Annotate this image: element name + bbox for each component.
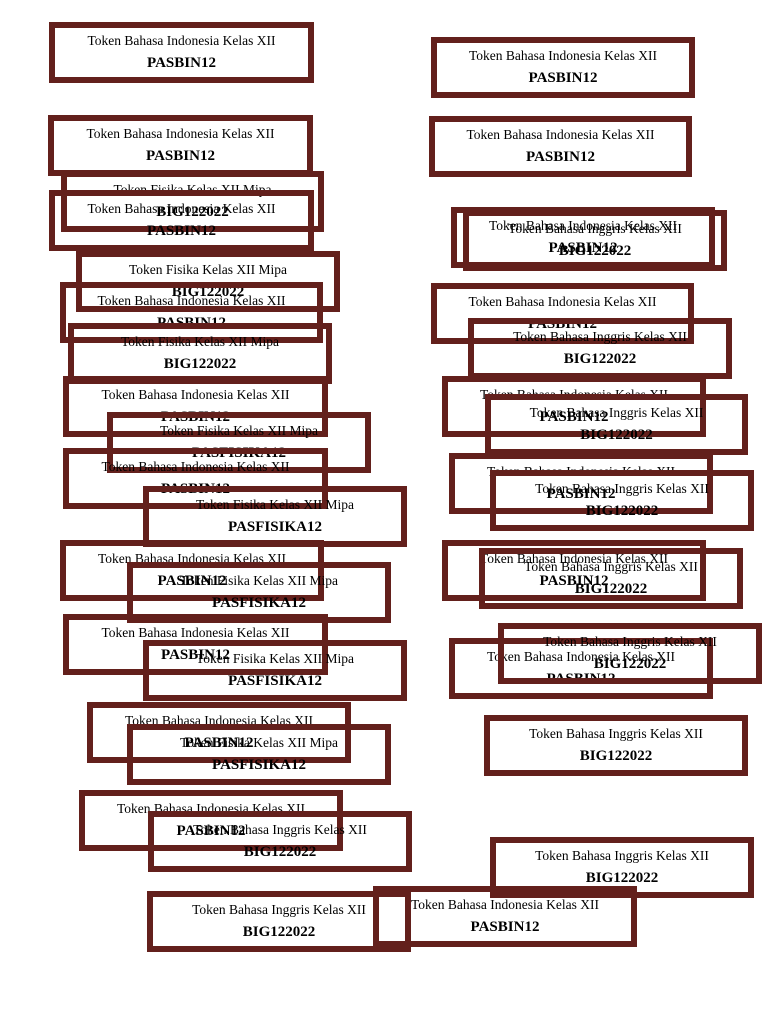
token-card: Token Bahasa Indonesia Kelas XII PASBIN1… (373, 886, 637, 947)
token-code: PASBIN12 (539, 409, 609, 425)
token-code: BIG122022 (242, 924, 316, 940)
token-card: Token Bahasa Indonesia Kelas XII PASBIN1… (49, 190, 314, 251)
token-title: Token Bahasa Indonesia Kelas XII (466, 127, 655, 142)
token-card: Token Fisika Kelas XII Mipa PASFISIKA12 (127, 724, 391, 785)
token-code: PASFISIKA12 (228, 673, 322, 689)
token-card: Token Bahasa Inggris Kelas XII BIG122022 (490, 837, 754, 898)
token-code: PASBIN12 (528, 70, 598, 86)
token-title: Token Fisika Kelas XII Mipa (195, 497, 355, 512)
token-title: Token Bahasa Inggris Kelas XII (513, 329, 687, 344)
token-title: Token Bahasa Indonesia Kelas XII (101, 459, 290, 474)
token-code: BIG122022 (574, 581, 648, 597)
token-code: BIG122022 (579, 748, 653, 764)
token-code: BIG122022 (243, 844, 317, 860)
token-card: Token Bahasa Inggris Kelas XII BIG122022 (498, 623, 762, 684)
token-code: PASBIN12 (548, 240, 618, 256)
token-card: Token Bahasa Inggris Kelas XII BIG122022 (463, 210, 727, 271)
token-title: Token Bahasa Indonesia Kelas XII (86, 126, 275, 141)
token-card: Token Bahasa Indonesia Kelas XII PASBIN1… (429, 116, 692, 177)
token-title: Token Bahasa Indonesia Kelas XII (469, 48, 657, 63)
token-title: Token Bahasa Inggris Kelas XII (508, 221, 682, 236)
token-code: PASBIN12 (147, 223, 216, 239)
token-code: PASBIN12 (526, 149, 595, 165)
token-title: Token Fisika Kelas XII Mipa (179, 573, 339, 588)
token-code: BIG122022 (585, 870, 659, 886)
token-code: PASBIN12 (147, 55, 216, 71)
token-card: Token Fisika Kelas XII Mipa PASFISIKA12 (143, 640, 407, 701)
token-code: PASBIN12 (161, 647, 230, 663)
token-card: Token Bahasa Inggris Kelas XII BIG122022 (490, 470, 754, 531)
token-code: PASBIN12 (184, 735, 254, 751)
token-card: Token Bahasa Indonesia Kelas XII PASBIN1… (442, 540, 706, 601)
token-card: Token Fisika Kelas XII Mipa BIG122022 (68, 323, 332, 384)
token-code: PASBIN12 (146, 148, 215, 164)
token-title: Token Fisika Kelas XII Mipa (128, 262, 288, 277)
token-card: Token Bahasa Indonesia Kelas XII PASBIN1… (431, 37, 695, 98)
token-title: Token Bahasa Indonesia Kelas XII (87, 201, 276, 216)
token-title: Token Bahasa Indonesia Kelas XII (487, 649, 675, 664)
token-card: Token Bahasa Indonesia Kelas XII PASBIN1… (63, 448, 328, 509)
token-code: BIG122022 (156, 204, 229, 220)
token-card: Token Bahasa Indonesia Kelas XII PASBIN1… (49, 22, 314, 83)
token-card: Token Bahasa Inggris Kelas XII BIG122022 (148, 811, 412, 872)
token-title: Token Bahasa Inggris Kelas XII (535, 848, 709, 863)
token-code: BIG122022 (585, 503, 659, 519)
token-title: Token Bahasa Inggris Kelas XII (535, 481, 709, 496)
token-code: PASFISIKA12 (212, 595, 306, 611)
token-card: Token Bahasa Inggris Kelas XII BIG122022 (484, 715, 748, 776)
token-title: Token Bahasa Indonesia Kelas XII (489, 218, 677, 233)
token-title: Token Bahasa Inggris Kelas XII (529, 726, 703, 741)
token-title: Token Bahasa Inggris Kelas XII (192, 902, 366, 917)
token-code: PASBIN12 (546, 486, 616, 502)
token-card: Token Bahasa Indonesia Kelas XII PASBIN1… (48, 115, 313, 176)
token-code: BIG122022 (558, 243, 632, 259)
token-title: Token Bahasa Inggris Kelas XII (193, 822, 367, 837)
token-title: Token Bahasa Indonesia Kelas XII (97, 293, 286, 308)
token-title: Token Bahasa Indonesia Kelas XII (468, 294, 657, 309)
token-code: PASFISIKA12 (212, 757, 306, 773)
token-code: BIG122022 (163, 356, 237, 372)
token-card: Token Bahasa Inggris Kelas XII BIG122022 (147, 891, 411, 952)
token-title: Token Bahasa Indonesia Kelas XII (480, 551, 668, 566)
token-code: PASBIN12 (539, 573, 609, 589)
token-title: Token Bahasa Indonesia Kelas XII (101, 387, 290, 402)
token-card: Token Fisika Kelas XII Mipa BIG122022 (76, 251, 340, 312)
token-code: BIG122022 (171, 284, 245, 300)
token-code: PASBIN12 (157, 573, 227, 589)
token-card: Token Fisika Kelas XII Mipa PASFISIKA12 (143, 486, 407, 547)
token-card: Token Bahasa Inggris Kelas XII BIG122022 (479, 548, 743, 609)
token-title: Token Fisika Kelas XII Mipa (159, 423, 319, 438)
token-card: Token Bahasa Inggris Kelas XII BIG122022 (468, 318, 732, 379)
token-title: Token Bahasa Inggris Kelas XII (524, 559, 698, 574)
token-code: BIG122022 (580, 427, 653, 443)
token-card: Token Fisika Kelas XII Mipa PASFISIKA12 (127, 562, 391, 623)
token-card: Token Bahasa Inggris Kelas XII BIG122022 (485, 394, 748, 455)
token-code: BIG122022 (593, 656, 667, 672)
token-title: Token Bahasa Indonesia Kelas XII (87, 33, 276, 48)
token-title: Token Bahasa Indonesia Kelas XII (411, 897, 599, 912)
token-code: PASFISIKA12 (228, 519, 322, 535)
token-code: PASBIN12 (176, 823, 246, 839)
token-code: BIG122022 (563, 351, 637, 367)
token-title: Token Fisika Kelas XII Mipa (120, 334, 280, 349)
token-title: Token Fisika Kelas XII Mipa (195, 651, 355, 666)
token-code: PASBIN12 (470, 919, 540, 935)
token-title: Token Bahasa Inggris Kelas XII (529, 405, 704, 420)
token-title: Token Bahasa Indonesia Kelas XII (101, 625, 290, 640)
token-card: Token Bahasa Indonesia Kelas XII PASBIN1… (431, 283, 694, 344)
token-title: Token Fisika Kelas XII Mipa (179, 735, 339, 750)
token-title: Token Bahasa Inggris Kelas XII (543, 634, 717, 649)
